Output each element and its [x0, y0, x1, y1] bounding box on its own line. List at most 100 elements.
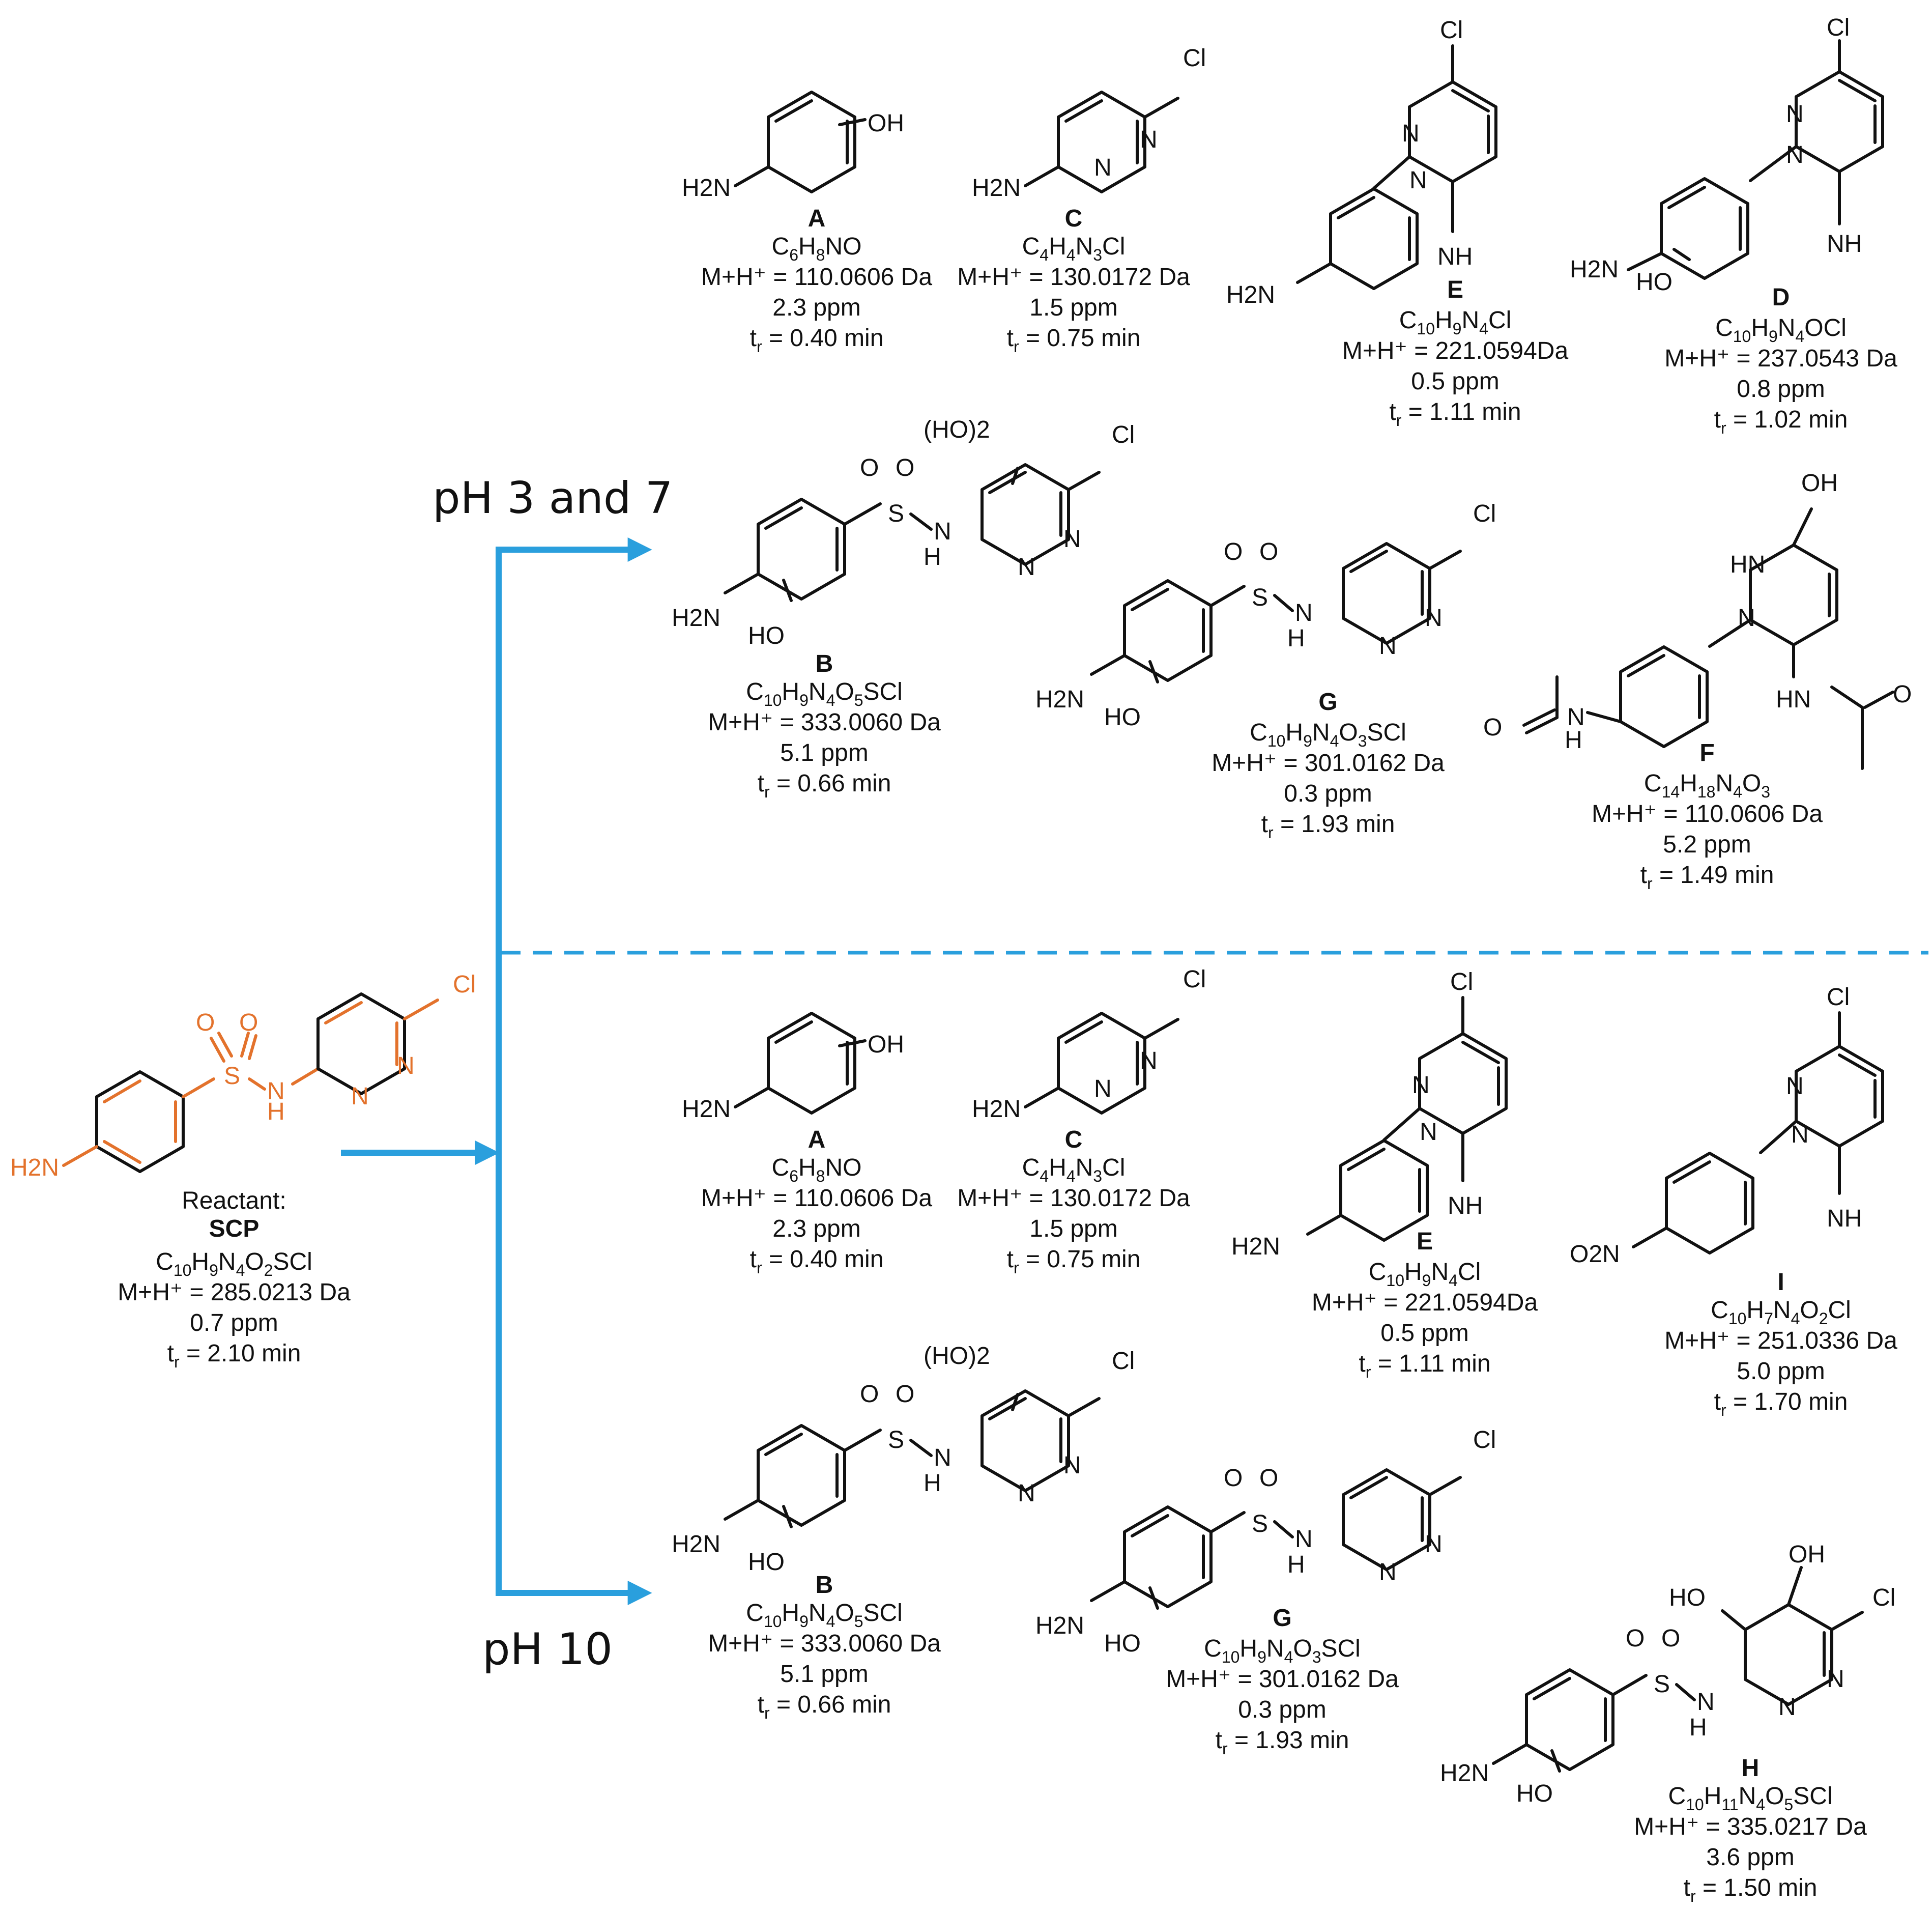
tr-G: tr = 1.93 min	[1216, 1727, 1349, 1758]
atom-cl: Cl	[1112, 1348, 1135, 1375]
structure-D-top: Cl N N NH H2N HO	[1570, 14, 1884, 296]
formula-element: C	[1369, 1259, 1387, 1286]
mass-D: M+H⁺ = 237.0543 Da	[1664, 345, 1897, 372]
formula-element: C	[1022, 233, 1040, 260]
atom-n: N	[1063, 526, 1081, 553]
label-A: A	[808, 1126, 826, 1153]
atom-n: N	[1295, 600, 1313, 626]
formula-subscript: 18	[1697, 783, 1716, 801]
tr-B: tr = 0.66 min	[758, 1691, 891, 1722]
formula-element: N	[1266, 1635, 1284, 1662]
caption-I-bottom: I C10H7N4O2Cl M+H⁺ = 251.0336 Da 5.0 ppm…	[1664, 1269, 1897, 1419]
formula-subscript: 8	[816, 1167, 825, 1185]
atom-h: H	[267, 1098, 285, 1125]
formula-subscript: 4	[1040, 1167, 1049, 1185]
caption-H-bottom: H C10H11N4O5SCl M+H⁺ = 335.0217 Da 3.6 p…	[1634, 1755, 1867, 1905]
formula-element: H	[1704, 1783, 1722, 1810]
formula-element: O	[1293, 1635, 1312, 1662]
formula-subscript: 10	[1267, 732, 1286, 750]
atom-ho: HO	[1516, 1780, 1553, 1807]
reactant-label: SCP	[209, 1215, 259, 1242]
formula-element: SCl	[1321, 1635, 1361, 1662]
atom-cl: Cl	[1473, 500, 1496, 527]
mass-A: M+H⁺ = 110.0606 Da	[701, 1185, 932, 1212]
caption-C-top: C C4H4N3Cl M+H⁺ = 130.0172 Da 1.5 ppm tr…	[957, 205, 1190, 356]
formula-element: H	[1285, 719, 1303, 746]
formula-element: N	[809, 1600, 826, 1627]
caption-E-top: E C10H9N4Cl M+H⁺ = 221.0594Da 0.5 ppm tr…	[1342, 276, 1569, 430]
formula-subscript: 10	[1417, 320, 1435, 338]
atom-h: H	[1565, 727, 1582, 754]
atom-nh: NH	[1827, 1205, 1862, 1232]
atom-o: O	[1661, 1625, 1680, 1652]
atom-n: N	[1409, 167, 1427, 194]
atom-s: S	[1654, 1671, 1670, 1698]
formula-A: C6H8NO	[772, 1154, 862, 1185]
formula-element: O	[1765, 1783, 1784, 1810]
atom-s: S	[1252, 584, 1268, 611]
atom-o: O	[1259, 1465, 1278, 1492]
atom-n: N	[1786, 1073, 1804, 1100]
formula-subscript: 4	[1756, 1795, 1765, 1814]
atom-ho: HO	[1636, 269, 1673, 296]
atom-h2n: H2N	[1035, 686, 1084, 713]
formula-element: H	[1751, 315, 1769, 341]
mass-G: M+H⁺ = 301.0162 Da	[1166, 1666, 1399, 1693]
label-D: D	[1772, 284, 1790, 311]
label-G: G	[1273, 1605, 1291, 1632]
atom-n: N	[267, 1078, 285, 1105]
formula-element: O	[835, 1600, 854, 1627]
tr-E: tr = 1.11 min	[1359, 1350, 1490, 1381]
atom-oh: OH	[1801, 470, 1838, 497]
atom-cl: Cl	[1473, 1427, 1496, 1453]
formula-element: H	[1239, 1635, 1257, 1662]
mass-B: M+H⁺ = 333.0060 Da	[708, 709, 941, 736]
atom-cl: Cl	[1872, 1584, 1895, 1611]
atom-ho: HO	[748, 1549, 785, 1576]
formula-subscript: 10	[174, 1261, 192, 1279]
ppm-A: 2.3 ppm	[772, 1215, 860, 1242]
atom-cl: Cl	[1112, 421, 1135, 448]
structure-A-top: OH H2N	[682, 91, 904, 202]
ppm-D: 0.8 ppm	[1737, 376, 1825, 403]
structure-E-bottom: Cl N N NH H2N	[1231, 968, 1508, 1260]
atom-h2n: H2N	[1226, 281, 1275, 308]
atom-n: N	[1425, 605, 1443, 632]
label-C: C	[1065, 1126, 1083, 1153]
atom-n: N	[397, 1052, 415, 1079]
mass-E: M+H⁺ = 221.0594Da	[1342, 337, 1569, 364]
formula-element: H	[782, 678, 799, 705]
formula-subscript: 9	[799, 1612, 809, 1631]
formula-subscript: 4	[1795, 327, 1804, 346]
formula-C: C4H4N3Cl	[1022, 1154, 1126, 1185]
formula-subscript: 4	[1040, 246, 1049, 264]
ppm-B: 5.1 ppm	[780, 1661, 868, 1688]
structure-G-bottom: Cl S O O N H N N H2N HO	[1035, 1427, 1496, 1657]
atom-n: N	[1786, 101, 1804, 128]
formula-element: N	[1739, 1783, 1756, 1810]
formula-element: NO	[825, 233, 861, 260]
label-E: E	[1447, 276, 1463, 303]
structure-H-bottom: Cl OH HO S O O N H N N H2N HO	[1440, 1541, 1895, 1807]
formula-element: N	[1773, 1297, 1791, 1324]
ppm-I: 5.0 ppm	[1737, 1358, 1825, 1385]
formula-element: C	[1250, 719, 1267, 746]
tr-A: tr = 0.40 min	[750, 1246, 884, 1277]
reactant-ppm: 0.7 ppm	[190, 1309, 278, 1336]
atom-cl: Cl	[1827, 14, 1850, 41]
condition-acidic: pH 3 and 7	[432, 473, 673, 524]
tr-G: tr = 1.93 min	[1261, 811, 1395, 842]
label-B: B	[816, 650, 833, 677]
formula-element: Cl	[1102, 1154, 1125, 1181]
atom-n: N	[1140, 1047, 1158, 1074]
caption-D-top: D C10H9N4OCl M+H⁺ = 237.0543 Da 0.8 ppm …	[1664, 284, 1897, 437]
atom-h2n: H2N	[972, 175, 1021, 202]
formula-element: O	[245, 1248, 264, 1275]
label-G: G	[1318, 689, 1337, 716]
atom-ho2: (HO)2	[924, 416, 990, 443]
caption-B-bottom: B C10H9N4O5SCl M+H⁺ = 333.0060 Da 5.1 pp…	[708, 1572, 941, 1722]
atom-n: N	[1412, 1072, 1430, 1099]
formula-element: C	[156, 1248, 174, 1275]
formula-subscript: 11	[1721, 1795, 1738, 1814]
formula-E: C10H9N4Cl	[1399, 307, 1512, 338]
